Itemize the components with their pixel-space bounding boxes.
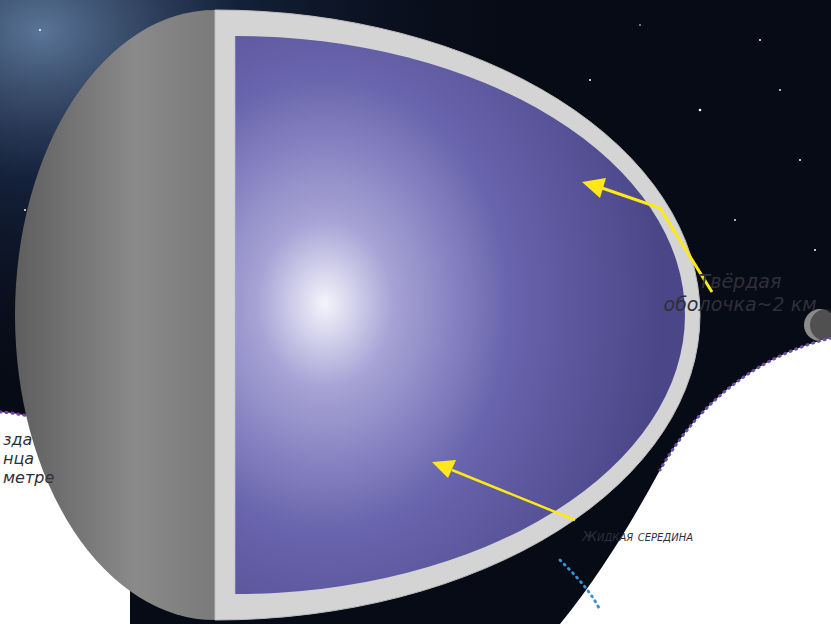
liquid-label: Жидкая середина bbox=[582, 528, 782, 545]
shell-label: Твёрдая оболочка~2 км bbox=[655, 270, 825, 316]
partial-note: зда нца метре bbox=[3, 430, 57, 488]
